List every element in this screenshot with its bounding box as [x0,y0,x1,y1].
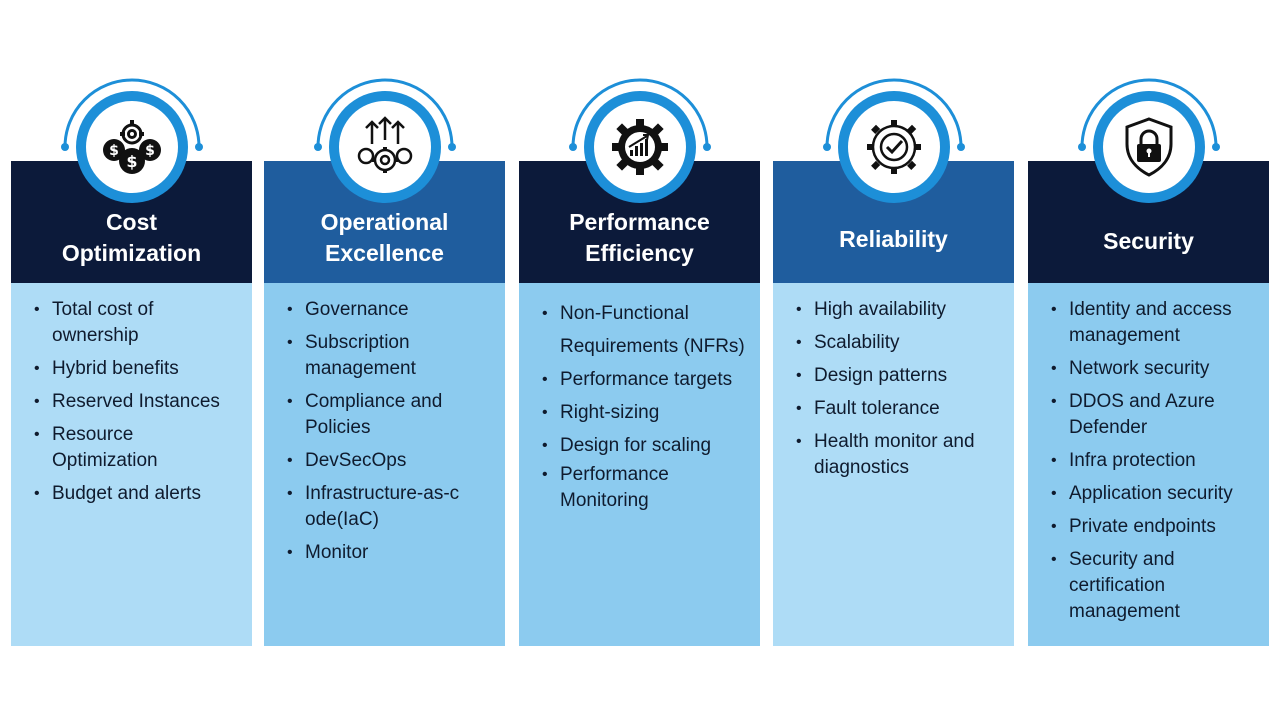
list-item: Non-Functional Requirements (NFRs) [541,297,750,363]
pillar-list: High availability Scalability Design pat… [795,297,1004,481]
list-item: Compliance and Policies [286,389,465,441]
list-item: DevSecOps [286,448,495,474]
pillar-title: Cost Optimization [61,209,202,266]
pillar-security: Security Identity and access management … [1028,0,1269,646]
emblem [565,72,715,222]
list-item: Budget and alerts [33,481,242,507]
list-item: Infrastructure-as-code(IaC) [286,481,465,533]
emblem-ring [328,91,441,203]
pillar-body: High availability Scalability Design pat… [773,283,1014,646]
list-item: Resource Optimization [33,422,182,474]
pillar-body: Identity and access management Network s… [1028,283,1269,646]
pillar-header: Operational Excellence [264,161,505,283]
list-item: DDOS and Azure Defender [1050,389,1239,441]
list-item: Application security [1050,481,1259,507]
list-item: Monitor [286,540,495,566]
gear-chart-icon [593,101,686,193]
emblem: $ $ $ [57,72,207,222]
list-item: Subscription management [286,330,445,382]
pillar-reliability: Reliability High availability Scalabilit… [773,0,1014,646]
list-item: Security and certification management [1050,547,1204,625]
money-gear-icon: $ $ $ [85,101,178,193]
list-item: Design for scaling [541,429,750,462]
svg-text:$: $ [145,143,155,159]
pillar-header: Security [1028,161,1269,283]
list-item: Performance targets [541,363,750,396]
pillar-title: Reliability [839,226,948,252]
gear-check-icon [847,101,940,193]
pillar-list: Governance Subscription management Compl… [286,297,495,566]
list-item: Identity and access management [1050,297,1259,349]
list-item: Governance [286,297,495,323]
list-item: Health monitor and diagnostics [795,429,999,481]
pillar-operational-excellence: Operational Excellence Governance Subscr… [264,0,505,646]
list-item: Infra protection [1050,448,1259,474]
pillar-title: Performance Efficiency [569,209,710,266]
pillar-list: Non-Functional Requirements (NFRs) Perfo… [541,297,750,514]
pillar-title: Security [1103,228,1194,254]
emblem-ring [583,91,696,203]
pillar-performance-efficiency: Performance Efficiency Non-Functional Re… [519,0,760,646]
svg-text:$: $ [126,152,137,171]
pillar-body: Non-Functional Requirements (NFRs) Perfo… [519,283,760,646]
pillar-title: Operational Excellence [320,209,449,266]
list-item: Scalability [795,330,1004,356]
list-item: Design patterns [795,363,1004,389]
emblem-ring: $ $ $ [75,91,188,203]
list-item: Performance Monitoring [541,462,690,514]
list-item: High availability [795,297,1004,323]
list-item: Fault tolerance [795,396,1004,422]
list-item: Hybrid benefits [33,356,242,382]
list-item: Right-sizing [541,396,750,429]
shield-lock-icon [1102,101,1195,193]
emblem-ring [1092,91,1205,203]
emblem-ring [837,91,950,203]
emblem [310,72,460,222]
pillar-cost-optimization: Cost Optimization Total cost of ownershi… [11,0,252,646]
pillar-list: Total cost of ownership Hybrid benefits … [33,297,242,507]
list-item: Network security [1050,356,1259,382]
list-item: Total cost of ownership [33,297,172,349]
svg-text:$: $ [109,143,119,159]
pillar-list: Identity and access management Network s… [1050,297,1259,625]
emblem [819,72,969,222]
gears-arrows-icon [338,101,431,193]
pillar-body: Total cost of ownership Hybrid benefits … [11,283,252,646]
pillar-body: Governance Subscription management Compl… [264,283,505,646]
list-item: Reserved Instances [33,389,242,415]
emblem [1074,72,1224,222]
list-item: Private endpoints [1050,514,1259,540]
